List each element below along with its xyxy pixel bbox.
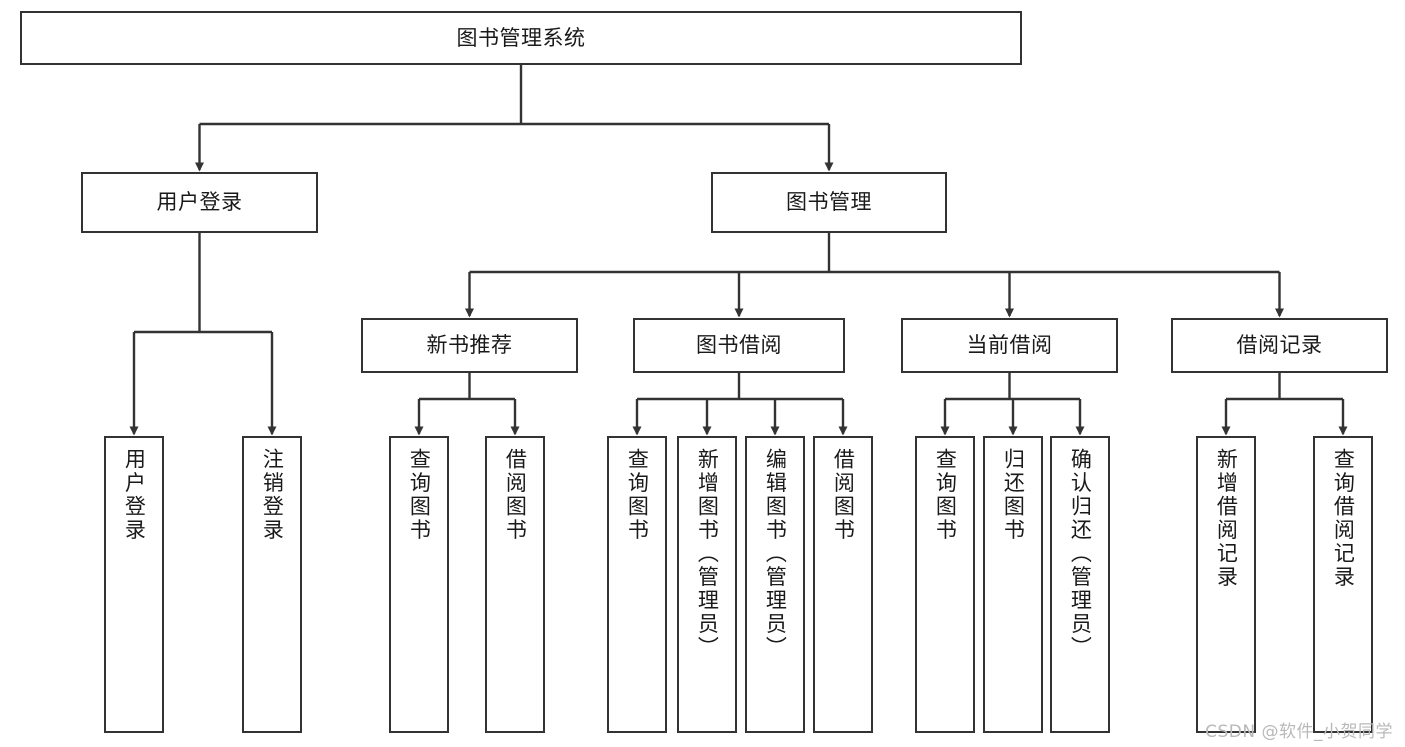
node-l-query-book-2[interactable]: 查询图书 bbox=[607, 436, 667, 733]
node-label: 图书管理系统 bbox=[456, 25, 586, 50]
node-label: 图书管理 bbox=[786, 190, 872, 215]
node-l-logout[interactable]: 注销登录 bbox=[242, 436, 302, 733]
node-root[interactable]: 图书管理系统 bbox=[20, 11, 1022, 65]
node-l-confirm-return[interactable]: 确认归还（管理员） bbox=[1050, 436, 1110, 733]
node-label: 查询图书 bbox=[407, 448, 432, 542]
node-label: 新增图书（管理员） bbox=[695, 448, 720, 660]
node-label: 借阅图书 bbox=[831, 448, 856, 542]
node-l-add-book[interactable]: 新增图书（管理员） bbox=[677, 436, 737, 733]
node-label: 查询图书 bbox=[625, 448, 650, 542]
node-n-current-borrow[interactable]: 当前借阅 bbox=[901, 318, 1118, 373]
node-label: 编辑图书（管理员） bbox=[763, 448, 788, 660]
node-n-borrow-record[interactable]: 借阅记录 bbox=[1171, 318, 1388, 373]
node-l-edit-book[interactable]: 编辑图书（管理员） bbox=[745, 436, 805, 733]
node-n-book-borrow[interactable]: 图书借阅 bbox=[633, 318, 845, 373]
node-label: 当前借阅 bbox=[966, 333, 1053, 358]
node-n-book-mgmt[interactable]: 图书管理 bbox=[711, 172, 947, 233]
node-label: 用户登录 bbox=[122, 448, 147, 542]
node-label: 借阅图书 bbox=[503, 448, 528, 542]
node-l-query-book-3[interactable]: 查询图书 bbox=[915, 436, 975, 733]
node-label: 查询图书 bbox=[933, 448, 958, 542]
node-n-new-book-rec[interactable]: 新书推荐 bbox=[361, 318, 578, 373]
node-l-query-record[interactable]: 查询借阅记录 bbox=[1313, 436, 1373, 733]
node-l-borrow-book-1[interactable]: 借阅图书 bbox=[485, 436, 545, 733]
node-l-query-book-1[interactable]: 查询图书 bbox=[389, 436, 449, 733]
node-label: 注销登录 bbox=[260, 448, 285, 542]
node-label: 借阅记录 bbox=[1236, 333, 1323, 358]
node-label: 新书推荐 bbox=[426, 333, 513, 358]
node-label: 归还图书 bbox=[1001, 448, 1026, 542]
node-label: 查询借阅记录 bbox=[1331, 448, 1356, 589]
node-n-user-login[interactable]: 用户登录 bbox=[81, 172, 318, 233]
node-label: 新增借阅记录 bbox=[1214, 448, 1239, 589]
node-label: 图书借阅 bbox=[696, 333, 782, 358]
node-l-user-login[interactable]: 用户登录 bbox=[104, 436, 164, 733]
node-l-add-record[interactable]: 新增借阅记录 bbox=[1196, 436, 1256, 733]
node-l-return-book[interactable]: 归还图书 bbox=[983, 436, 1043, 733]
node-label: 确认归还（管理员） bbox=[1068, 448, 1093, 660]
node-label: 用户登录 bbox=[156, 190, 243, 215]
node-l-borrow-book-2[interactable]: 借阅图书 bbox=[813, 436, 873, 733]
